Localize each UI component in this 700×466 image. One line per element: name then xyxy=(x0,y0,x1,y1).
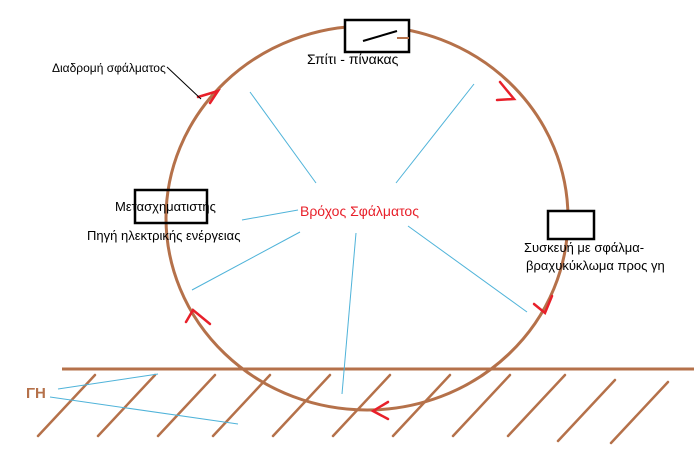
panel-switch-line xyxy=(362,30,398,42)
arrow-bottom xyxy=(370,400,390,421)
fault-path-label: Διαδρομή σφάλματος xyxy=(52,61,166,75)
transformer-box xyxy=(133,188,209,225)
ground-label: ΓΗ xyxy=(26,385,46,402)
arrow-right xyxy=(532,294,554,316)
faulty-device-label-line2: βραχυκύκλωμα προς γη xyxy=(526,258,665,273)
arrow-left xyxy=(184,308,212,326)
fault-loop-spokes xyxy=(191,83,528,395)
faulty-device-box xyxy=(546,209,596,241)
house-panel-label: Σπίτι - πίνακας xyxy=(307,51,399,67)
power-source-label: Πηγή ηλεκτρικής ενέργειας xyxy=(87,228,240,243)
arrow-top-right xyxy=(495,80,517,102)
arrow-top-left xyxy=(196,88,221,105)
faulty-device-label-line1: Συσκευή με σφάλμα- xyxy=(524,240,644,255)
transformer-label: Μετασχηματιστής xyxy=(115,199,216,214)
ground-label-connectors xyxy=(49,373,239,425)
fault-loop-label: Βρόχος Σφάλματος xyxy=(300,203,419,219)
direction-arrows xyxy=(184,80,554,421)
fault-path-leader xyxy=(166,66,202,100)
